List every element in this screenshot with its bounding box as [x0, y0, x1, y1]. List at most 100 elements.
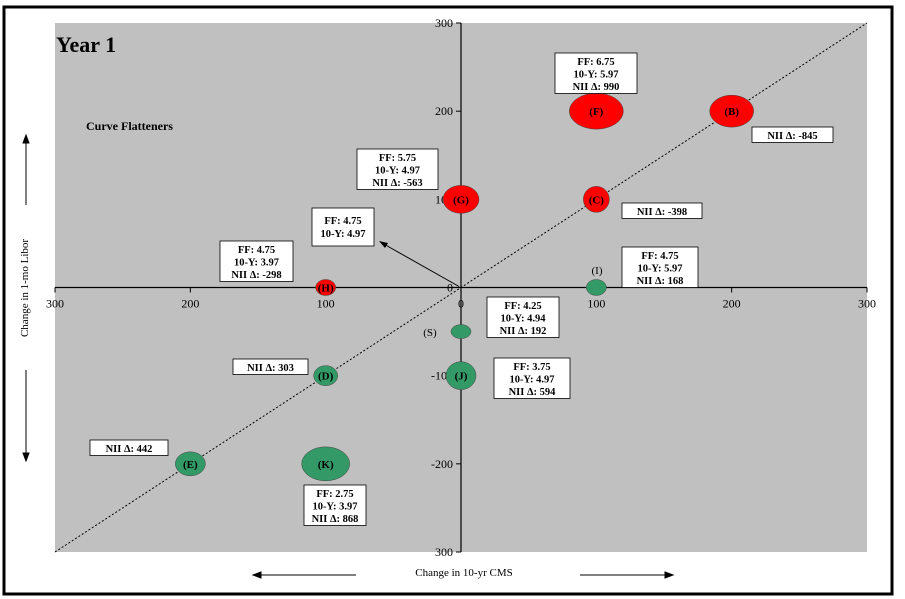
- point-label: (G): [453, 194, 469, 206]
- annotation-E: NII Δ: 442: [89, 439, 169, 456]
- annotation-line: NII Δ: 594: [509, 387, 557, 398]
- x-tick-label: 200: [181, 297, 199, 311]
- annotation-line: 10-Y: 4.94: [500, 314, 546, 325]
- point-E: (E): [175, 451, 206, 477]
- annotation-box: [219, 240, 294, 282]
- point-label: (D): [318, 371, 334, 383]
- point-label: (F): [589, 106, 603, 118]
- x-tick-label: 100: [587, 297, 605, 311]
- point-label: (J): [455, 371, 468, 383]
- marker-E: [175, 451, 206, 477]
- y-tick-label: 200: [435, 104, 453, 118]
- annotation-line: FF: 5.75: [379, 153, 416, 164]
- annotation-line: NII Δ: -298: [231, 270, 281, 281]
- point-D: (D): [313, 365, 338, 386]
- marker-S: [450, 324, 472, 339]
- annotation-line: FF: 3.75: [513, 362, 550, 373]
- point-G: (G): [442, 185, 480, 214]
- annotation-D: NII Δ: 303: [232, 358, 309, 375]
- y-direction-arrows: [22, 133, 30, 463]
- marker-I: [586, 279, 607, 296]
- origin-annotation: FF: 4.75 10-Y: 4.97: [311, 207, 460, 287]
- point-B: (B): [709, 94, 754, 128]
- point-label: (I): [592, 265, 603, 277]
- annotation-line: 10-Y: 3.97: [312, 502, 357, 513]
- marker-H: [315, 279, 336, 296]
- point-S: (S): [423, 324, 472, 339]
- point-label: (C): [589, 194, 605, 206]
- annotation-line: 10-Y: 3.97: [234, 258, 279, 269]
- chart-title: Year 1: [56, 32, 116, 57]
- y-tick-label: 0: [447, 281, 453, 295]
- annotation-line: FF: 4.75: [238, 245, 275, 256]
- point-K: (K): [301, 446, 350, 482]
- annotation-line: 10-Y: 4.97: [509, 375, 554, 386]
- point-F: (F): [569, 92, 624, 130]
- annotation-line: 10-Y: 4.97: [320, 229, 365, 240]
- annotation-box: [89, 439, 169, 456]
- point-label: (E): [183, 459, 198, 471]
- annotation-line: NII Δ: 303: [247, 363, 294, 374]
- point-label: (K): [318, 459, 334, 471]
- arrow-head-icon: [379, 241, 388, 248]
- x-tick-label: 300: [46, 297, 64, 311]
- point-J: (J): [445, 361, 477, 390]
- y-tick-label: 300: [435, 16, 453, 30]
- annotation-line: 10-Y: 5.97: [573, 70, 618, 81]
- marker-K: [301, 446, 350, 482]
- marker-G: [442, 185, 480, 214]
- annotation-box: [311, 207, 375, 247]
- annotation-line: NII Δ: 192: [500, 326, 547, 337]
- annotation-line: FF: 4.75: [641, 251, 678, 262]
- annotation-box: [486, 296, 560, 338]
- annotation-box: [232, 358, 309, 375]
- point-label: (S): [423, 327, 437, 339]
- x-axis-label: Change in 10-yr CMS: [415, 567, 512, 579]
- annotation-line: NII Δ: -563: [372, 178, 422, 189]
- chart-subtitle: Curve Flatteners: [86, 119, 173, 133]
- x-tick-label: 300: [858, 297, 876, 311]
- x-tick-label: 100: [317, 297, 335, 311]
- y-tick-label: -200: [431, 457, 453, 471]
- x-tick-label: 200: [723, 297, 741, 311]
- annotation-box: [303, 484, 367, 526]
- point-I: (I): [586, 265, 607, 296]
- annotation-line: FF: 4.25: [504, 301, 541, 312]
- annotation-C: NII Δ: -398: [621, 202, 703, 219]
- annotation-line: 10-Y: 5.97: [637, 264, 682, 275]
- annotation-line: NII Δ: -845: [767, 131, 817, 142]
- x-direction-arrows: [251, 571, 675, 579]
- annotation-line: NII Δ: 168: [637, 276, 684, 287]
- annotation-box: [751, 126, 834, 143]
- x-tick-label: 0: [458, 297, 464, 311]
- origin-arrow: [381, 242, 460, 287]
- marker-J: [445, 361, 477, 390]
- y-tick-label: 300: [435, 545, 453, 559]
- annotation-box: [554, 52, 638, 94]
- annotation-line: NII Δ: 868: [312, 514, 359, 525]
- point-C: (C): [583, 186, 610, 213]
- y-axis-label: Change in 1-mo Libor: [19, 239, 31, 337]
- annotation-box: [621, 202, 703, 219]
- annotation-line: FF: 2.75: [316, 489, 353, 500]
- annotation-B: NII Δ: -845: [751, 126, 834, 143]
- point-label: (H): [318, 283, 334, 295]
- marker-B: [709, 94, 754, 128]
- annotation-line: FF: 6.75: [577, 57, 614, 68]
- marker-C: [583, 186, 610, 213]
- annotation-box: [493, 357, 571, 399]
- annotation-box: [356, 148, 439, 190]
- annotation-line: NII Δ: 442: [106, 444, 153, 455]
- annotation-line: NII Δ: -398: [637, 207, 687, 218]
- point-label: (B): [724, 106, 739, 118]
- annotation-line: FF: 4.75: [324, 216, 361, 227]
- annotation-box: [621, 246, 699, 288]
